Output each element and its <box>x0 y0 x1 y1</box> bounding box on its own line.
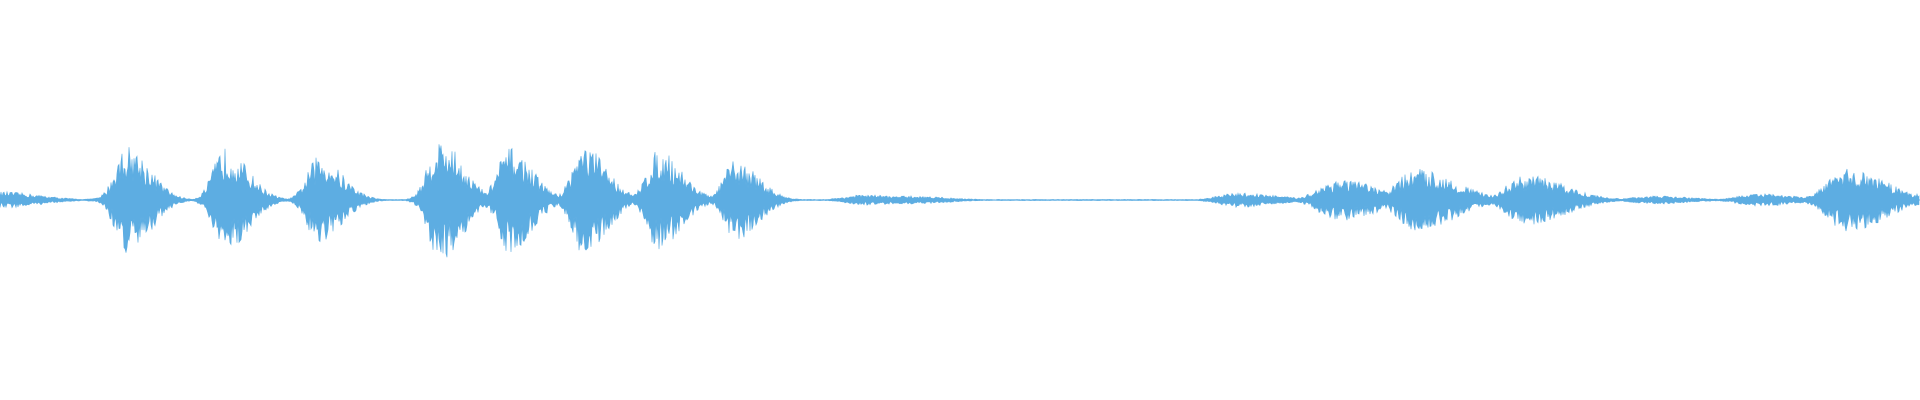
waveform-signal <box>0 144 1920 258</box>
